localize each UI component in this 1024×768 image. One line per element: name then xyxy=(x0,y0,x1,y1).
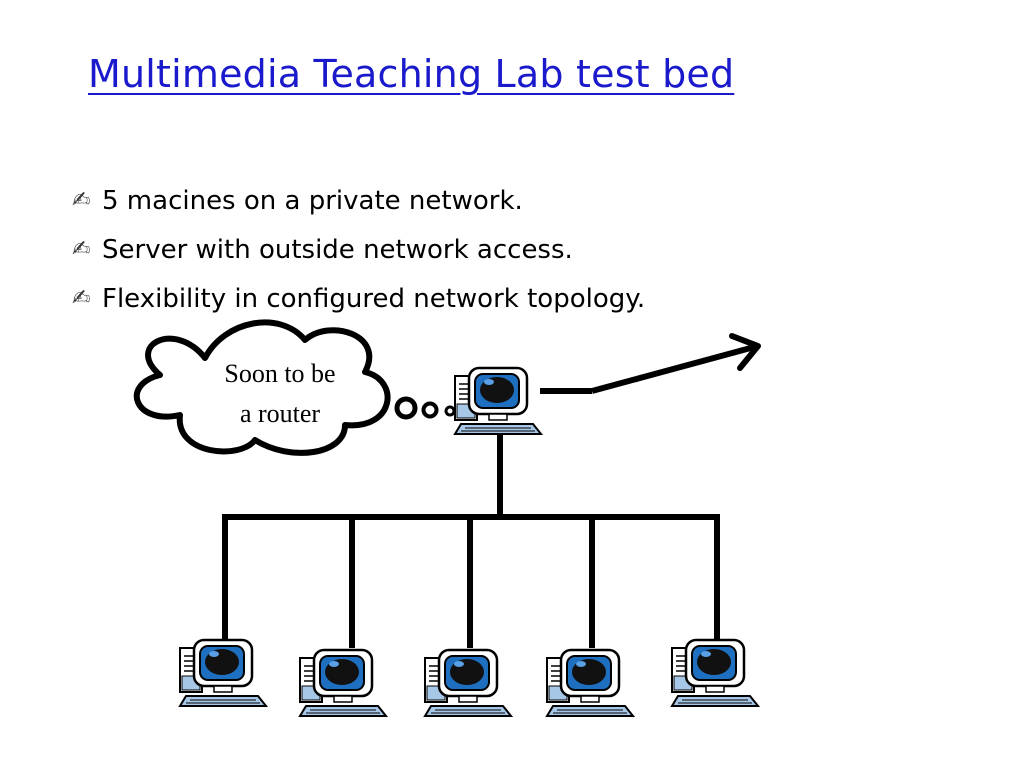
client-computer-icon xyxy=(670,638,760,708)
client-computer-icon xyxy=(545,648,635,718)
slide-title: Multimedia Teaching Lab test bed xyxy=(88,52,735,96)
bullet-list: ✍ 5 macines on a private network. ✍ Serv… xyxy=(72,176,645,323)
writing-hand-icon: ✍ xyxy=(72,237,91,262)
client-computer-icon xyxy=(423,648,513,718)
bullet-item: ✍ Flexibility in configured network topo… xyxy=(72,274,645,323)
client-computer-icon xyxy=(298,648,388,718)
server-computer-icon xyxy=(453,366,543,436)
writing-hand-icon: ✍ xyxy=(72,286,91,311)
bullet-text: 5 macines on a private network. xyxy=(102,185,523,216)
outside-network-link xyxy=(540,333,761,394)
bullet-item: ✍ 5 macines on a private network. xyxy=(72,176,645,225)
callout-line-2: a router xyxy=(240,399,320,428)
bullet-item: ✍ Server with outside network access. xyxy=(72,225,645,274)
client-computer-icon xyxy=(178,638,268,708)
thought-cloud: Soon to be a router xyxy=(133,319,456,456)
writing-hand-icon: ✍ xyxy=(72,188,91,213)
bullet-text: Flexibility in configured network topolo… xyxy=(102,283,646,314)
callout-line-1: Soon to be xyxy=(224,359,335,388)
bullet-text: Server with outside network access. xyxy=(102,234,573,265)
